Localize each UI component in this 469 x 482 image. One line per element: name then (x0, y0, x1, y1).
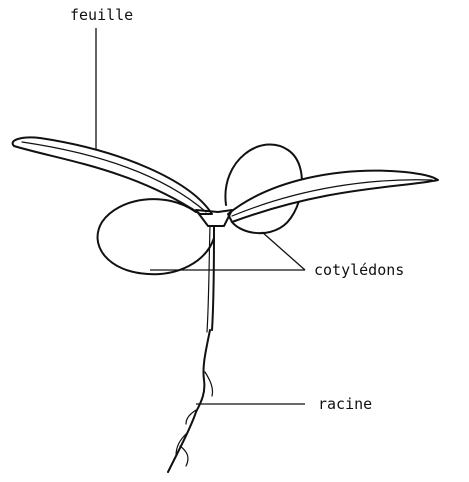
cotyledons-label: cotylédons (314, 261, 404, 279)
stem-side (207, 226, 210, 332)
left-leaf (13, 137, 212, 214)
root-branch-1 (205, 372, 213, 396)
root-label: racine (318, 395, 372, 413)
root-branch-4 (180, 446, 188, 466)
leaf-label: feuille (70, 6, 133, 24)
main-root (168, 330, 210, 472)
right-leaf (228, 171, 438, 222)
cotyledon-leader-line-right (262, 232, 305, 270)
